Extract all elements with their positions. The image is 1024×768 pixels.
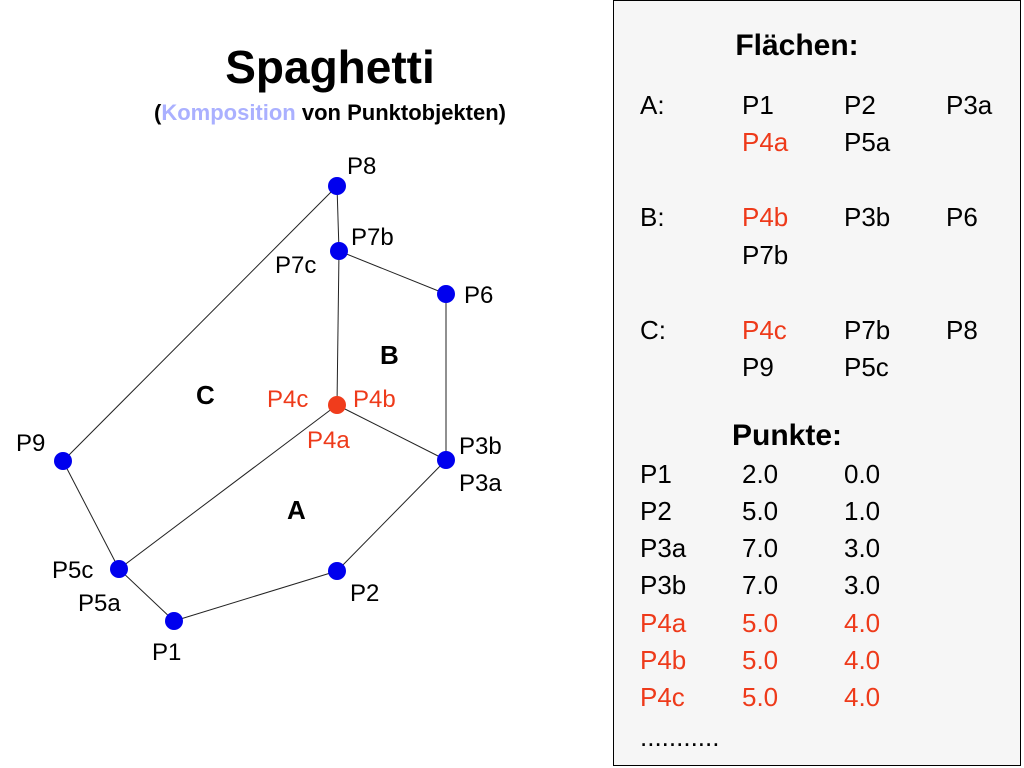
edge-p8-p9 bbox=[62, 185, 338, 462]
point-x: 7.0 bbox=[742, 533, 779, 563]
point-p6 bbox=[437, 285, 455, 303]
point-x: 5.0 bbox=[742, 496, 779, 526]
label-p9: P9 bbox=[16, 430, 45, 457]
point-x: 5.0 bbox=[742, 645, 779, 675]
face-point: P3a bbox=[946, 90, 993, 120]
face-point: P5a bbox=[844, 127, 891, 157]
edge-p4-p3 bbox=[336, 404, 447, 461]
edge-p2-p1 bbox=[173, 570, 338, 622]
point-p8 bbox=[328, 177, 346, 195]
label-p4a: P4a bbox=[307, 427, 350, 454]
label-p7c: P7c bbox=[275, 252, 316, 279]
face-point: P7b bbox=[742, 240, 789, 270]
face-point: P7b bbox=[844, 315, 891, 345]
point-y: 0.0 bbox=[844, 459, 881, 489]
edge-p4-p5 bbox=[118, 404, 338, 570]
points-heading: Punkte: bbox=[731, 419, 842, 452]
face-point: P3b bbox=[844, 202, 891, 232]
face-point: P2 bbox=[844, 90, 876, 120]
label-p2: P2 bbox=[350, 580, 379, 607]
point-y: 3.0 bbox=[844, 533, 881, 563]
face-point: P6 bbox=[946, 202, 978, 232]
face-point: P9 bbox=[742, 352, 774, 382]
face-name: A: bbox=[640, 90, 665, 120]
label-p6: P6 bbox=[464, 282, 493, 309]
point-name: P4a bbox=[640, 608, 687, 638]
spaghetti-diagram: P8 P7b P7c P6 P4c P4b P4a P3b P3a P9 P5c… bbox=[16, 153, 502, 666]
point-p4 bbox=[328, 396, 346, 414]
point-name: P4c bbox=[640, 682, 685, 712]
label-p3b: P3b bbox=[459, 433, 502, 460]
info-panel: Flächen: A: P1 P2 P3a P4a P5a B: P4b P3b… bbox=[613, 0, 1021, 766]
point-y: 3.0 bbox=[844, 570, 881, 600]
face-point: P4b bbox=[742, 202, 789, 232]
point-y: 4.0 bbox=[844, 645, 881, 675]
point-y: 4.0 bbox=[844, 608, 881, 638]
face-point: P8 bbox=[946, 315, 978, 345]
subtitle-rest: von Punktobjekten) bbox=[295, 100, 506, 125]
point-p3 bbox=[437, 451, 455, 469]
edge-p1-p5 bbox=[118, 568, 175, 622]
point-p9 bbox=[54, 452, 72, 470]
point-name: P3a bbox=[640, 533, 687, 563]
edge-p7-p6 bbox=[338, 250, 447, 295]
subtitle-open: ( bbox=[153, 100, 162, 125]
point-name: P4b bbox=[640, 645, 687, 675]
point-name: P3b bbox=[640, 570, 687, 600]
label-p8: P8 bbox=[347, 153, 376, 180]
face-point: P4c bbox=[742, 315, 787, 345]
faces-heading: Flächen: bbox=[735, 29, 859, 62]
area-label-b: B bbox=[380, 340, 399, 370]
area-label-c: C bbox=[196, 380, 215, 410]
point-name: P1 bbox=[640, 459, 672, 489]
face-name: B: bbox=[640, 202, 665, 232]
label-p5c: P5c bbox=[52, 557, 93, 584]
ellipsis: ........... bbox=[640, 722, 720, 752]
subtitle-highlight: Komposition bbox=[161, 100, 296, 125]
point-p2 bbox=[328, 562, 346, 580]
point-x: 2.0 bbox=[742, 459, 779, 489]
area-label-a: A bbox=[287, 495, 306, 525]
point-p1 bbox=[165, 612, 183, 630]
face-name: C: bbox=[640, 315, 666, 345]
point-x: 7.0 bbox=[742, 570, 779, 600]
edge-p3-p2 bbox=[336, 459, 447, 572]
face-point: P4a bbox=[742, 127, 789, 157]
face-point: P1 bbox=[742, 90, 774, 120]
point-p7 bbox=[330, 242, 348, 260]
label-p5a: P5a bbox=[78, 590, 121, 617]
point-nodes bbox=[54, 177, 455, 630]
label-p1: P1 bbox=[152, 639, 181, 666]
face-point: P5c bbox=[844, 352, 889, 382]
point-p5 bbox=[110, 560, 128, 578]
edge-p5-p9 bbox=[62, 460, 120, 570]
page-title: Spaghetti bbox=[225, 41, 435, 93]
point-x: 5.0 bbox=[742, 608, 779, 638]
label-p3a: P3a bbox=[459, 470, 502, 497]
label-p4c: P4c bbox=[267, 386, 308, 413]
page-subtitle: (Komposition von Punktobjekten) bbox=[0, 100, 660, 126]
label-p4b: P4b bbox=[353, 386, 396, 413]
point-x: 5.0 bbox=[742, 682, 779, 712]
point-y: 1.0 bbox=[844, 496, 881, 526]
label-p7b: P7b bbox=[351, 224, 394, 251]
edge-p7-p4 bbox=[336, 250, 340, 406]
point-name: P2 bbox=[640, 496, 672, 526]
edge-p8-p7 bbox=[336, 185, 340, 252]
point-y: 4.0 bbox=[844, 682, 881, 712]
